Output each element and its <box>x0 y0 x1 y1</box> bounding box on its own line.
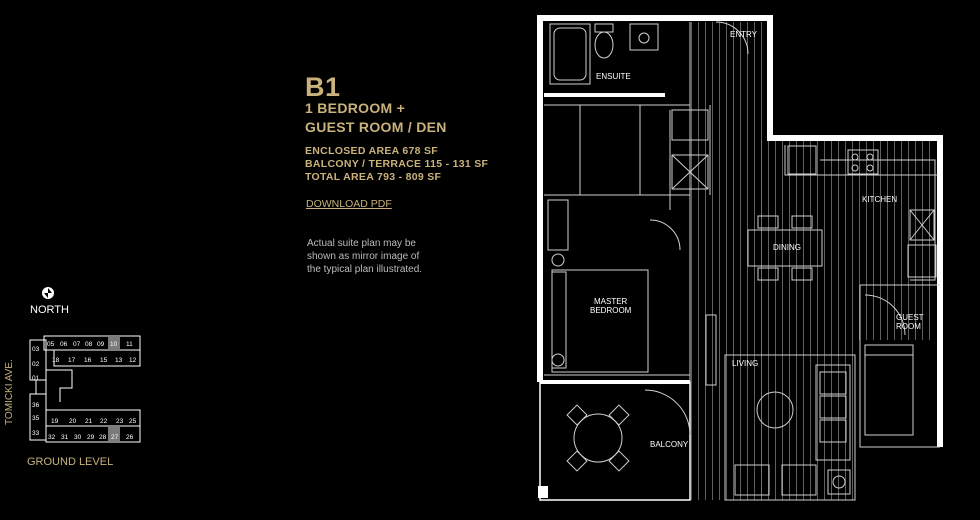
kp-29: 29 <box>87 434 95 441</box>
plan-note-line3: the typical plan illustrated. <box>307 264 423 275</box>
room-label-master-2: BEDROOM <box>590 306 632 315</box>
unit-type-line2: GUEST ROOM / DEN <box>305 119 447 135</box>
key-plan-highlight <box>108 336 120 350</box>
kp-17: 17 <box>68 357 76 364</box>
kp-22: 22 <box>100 418 108 425</box>
exterior-wall <box>537 15 943 447</box>
kp-36: 36 <box>32 402 40 409</box>
kp-12: 12 <box>129 357 137 364</box>
unit-title: B1 <box>305 72 341 102</box>
street-label: TOMICKI AVE. <box>4 359 15 425</box>
kp-28: 28 <box>99 434 107 441</box>
room-label-guest-1: GUEST <box>896 313 924 322</box>
room-label-ensuite: ENSUITE <box>596 72 631 81</box>
level-label: GROUND LEVEL <box>27 456 114 468</box>
enclosed-area: ENCLOSED AREA 678 SF <box>305 145 438 157</box>
kp-33: 33 <box>32 430 40 437</box>
kp-02: 02 <box>32 361 40 368</box>
total-area: TOTAL AREA 793 - 809 SF <box>305 171 442 183</box>
room-label-kitchen: KITCHEN <box>862 195 897 204</box>
room-label-master-1: MASTER <box>594 297 628 306</box>
floor-plan: ENTRY ENSUITE KITCHEN DINING MASTER BEDR… <box>537 15 943 501</box>
kp-13: 13 <box>115 357 123 364</box>
room-label-guest-2: ROOM <box>896 322 921 331</box>
kp-01: 01 <box>32 375 40 382</box>
kp-31: 31 <box>61 434 69 441</box>
north-label: NORTH <box>30 304 69 316</box>
kp-35: 35 <box>32 415 40 422</box>
kp-03: 03 <box>32 346 40 353</box>
room-label-balcony: BALCONY <box>650 440 689 449</box>
kp-16: 16 <box>84 357 92 364</box>
column <box>538 486 548 498</box>
unit-type-line1: 1 BEDROOM + <box>305 100 406 116</box>
kp-18: 18 <box>52 357 60 364</box>
kp-20: 20 <box>69 418 77 425</box>
room-label-dining: DINING <box>773 243 801 252</box>
plan-note-line2: shown as mirror image of <box>307 251 420 262</box>
kp-32: 32 <box>48 434 56 441</box>
kp-06: 06 <box>60 341 68 348</box>
kp-08: 08 <box>85 341 93 348</box>
kp-30: 30 <box>74 434 82 441</box>
kp-19: 19 <box>51 418 59 425</box>
floor-hatch-hall <box>690 22 764 500</box>
kp-10: 10 <box>110 341 118 348</box>
plan-note-line1: Actual suite plan may be <box>307 238 416 249</box>
kp-23: 23 <box>116 418 124 425</box>
kp-05: 05 <box>47 341 55 348</box>
kp-27: 27 <box>111 434 119 441</box>
balcony-area: BALCONY / TERRACE 115 - 131 SF <box>305 158 489 170</box>
download-pdf-link[interactable]: DOWNLOAD PDF <box>306 198 392 210</box>
room-label-living: LIVING <box>732 359 758 368</box>
room-label-entry: ENTRY <box>730 30 758 39</box>
kp-21: 21 <box>85 418 93 425</box>
kp-25: 25 <box>129 418 137 425</box>
kp-09: 09 <box>97 341 105 348</box>
kp-26: 26 <box>126 434 134 441</box>
key-plan: 05 06 07 08 09 10 11 18 17 16 15 13 12 0… <box>29 335 141 443</box>
kp-07: 07 <box>73 341 81 348</box>
kp-11: 11 <box>126 341 133 348</box>
kp-15: 15 <box>100 357 108 364</box>
north-arrow-icon <box>42 287 54 299</box>
key-plan-highlight <box>108 427 120 441</box>
